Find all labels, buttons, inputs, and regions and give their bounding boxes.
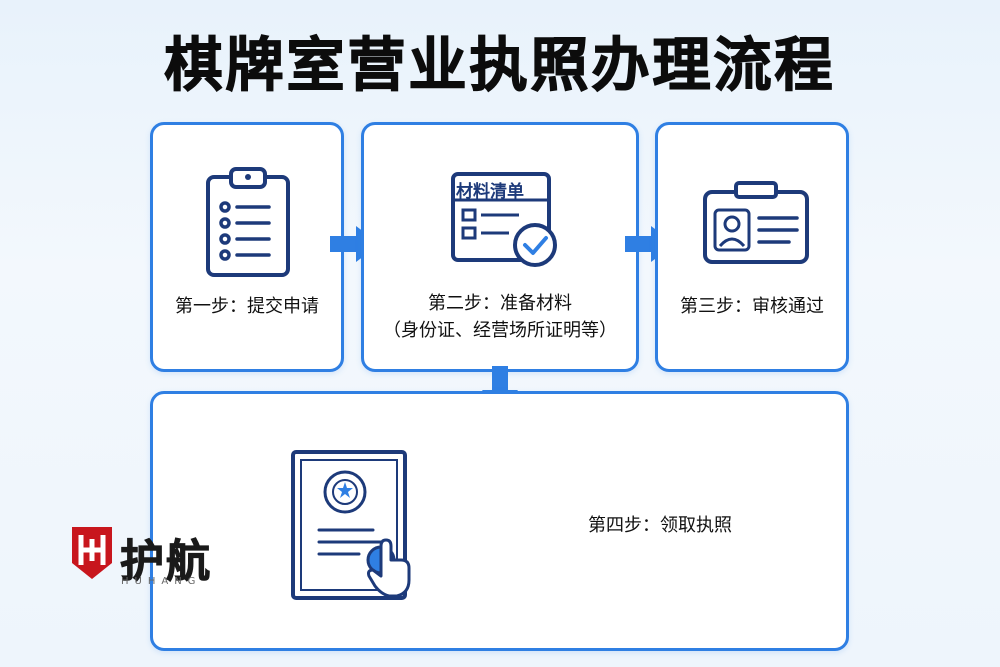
step-2-card: 材料清单 第二步：准备材料 （身份证、经营场所证明等） <box>361 122 639 372</box>
clipboard-icon <box>206 167 290 277</box>
id-card-icon <box>703 181 809 264</box>
logo-name: 护航 <box>120 536 212 588</box>
step-1-card: 第一步：提交申请 <box>150 122 344 372</box>
step-1-label: 第一步：提交申请 <box>175 296 319 317</box>
certificate-icon <box>291 450 411 600</box>
step-4-label: 第四步：领取执照 <box>588 515 732 536</box>
step-3-card: 第三步：审核通过 <box>655 122 849 372</box>
step-4-card: 第四步：领取执照 <box>150 391 849 651</box>
step-2-label: 第二步：准备材料 （身份证、经营场所证明等） <box>364 290 636 344</box>
huhang-logo-icon <box>72 527 112 579</box>
page-title: 棋牌室营业执照办理流程 <box>164 30 836 99</box>
step-2-main: 第二步：准备材料 <box>428 293 572 314</box>
logo-sub: HUHANG <box>121 576 202 587</box>
step-3-label: 第三步：审核通过 <box>680 296 824 317</box>
material-list-icon <box>451 172 557 267</box>
material-list-title: 材料清单 <box>456 182 524 202</box>
step-2-sub: （身份证、经营场所证明等） <box>383 320 617 341</box>
